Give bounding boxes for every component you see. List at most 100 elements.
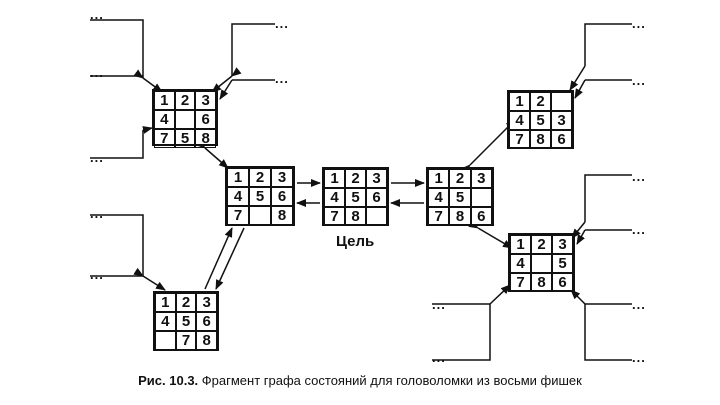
tile-8: 8 — [271, 206, 293, 225]
empty-cell — [531, 254, 552, 273]
continuation-ellipsis: ... — [632, 297, 646, 312]
edge-arrow — [570, 289, 586, 305]
edge-arrow — [576, 229, 586, 245]
tile-1: 1 — [510, 235, 531, 254]
stub-edge — [231, 23, 275, 76]
tile-3: 3 — [271, 168, 293, 187]
empty-cell — [174, 110, 196, 129]
tile-1: 1 — [155, 293, 176, 312]
tile-8: 8 — [449, 207, 471, 226]
stub-edge — [584, 23, 632, 66]
tile-6: 6 — [552, 273, 573, 292]
tile-7: 7 — [509, 130, 530, 149]
edge-arrow — [133, 267, 166, 291]
tile-3: 3 — [470, 169, 492, 188]
tile-6: 6 — [366, 188, 387, 207]
tile-6: 6 — [195, 110, 216, 129]
figure-number: Рис. 10.3. — [138, 373, 199, 388]
tile-1: 1 — [428, 169, 450, 188]
continuation-ellipsis: ... — [432, 297, 446, 312]
empty-cell — [470, 188, 492, 207]
tile-2: 2 — [174, 91, 196, 110]
tile-5: 5 — [249, 187, 271, 206]
tile-8: 8 — [195, 129, 216, 148]
tile-8: 8 — [530, 130, 551, 149]
tile-8: 8 — [345, 207, 366, 226]
tile-2: 2 — [449, 169, 471, 188]
continuation-ellipsis: ... — [90, 150, 104, 165]
continuation-ellipsis: ... — [90, 267, 104, 282]
tile-2: 2 — [175, 293, 197, 312]
figure-caption: Рис. 10.3. Фрагмент графа состояний для … — [0, 373, 720, 388]
empty-cell — [249, 206, 271, 225]
tile-4: 4 — [324, 188, 345, 207]
continuation-ellipsis: ... — [90, 7, 104, 22]
tile-1: 1 — [509, 92, 530, 111]
tile-5: 5 — [174, 129, 196, 148]
stub-edge — [90, 214, 144, 276]
tile-4: 4 — [227, 187, 249, 206]
tile-5: 5 — [530, 111, 551, 130]
tile-4: 4 — [510, 254, 531, 273]
continuation-ellipsis: ... — [432, 350, 446, 365]
empty-cell — [155, 331, 176, 350]
continuation-ellipsis: ... — [90, 206, 104, 221]
tile-5: 5 — [175, 312, 197, 331]
edge-arrow — [489, 284, 511, 305]
edge-arrow — [574, 79, 586, 99]
tile-5: 5 — [552, 254, 573, 273]
tile-7: 7 — [154, 129, 175, 148]
tile-2: 2 — [530, 92, 551, 111]
tile-6: 6 — [271, 187, 293, 206]
tile-4: 4 — [428, 188, 450, 207]
continuation-ellipsis: ... — [275, 16, 289, 31]
edge-arrow — [569, 65, 586, 91]
edge-arrow — [204, 227, 233, 290]
goal-label: Цель — [336, 233, 375, 250]
tile-7: 7 — [227, 206, 249, 225]
tile-2: 2 — [531, 235, 552, 254]
tile-6: 6 — [551, 130, 572, 149]
tile-8: 8 — [196, 331, 217, 350]
tile-7: 7 — [510, 273, 531, 292]
tile-7: 7 — [175, 331, 197, 350]
tile-1: 1 — [154, 91, 175, 110]
tile-4: 4 — [509, 111, 530, 130]
tile-7: 7 — [428, 207, 450, 226]
empty-cell — [551, 92, 572, 111]
continuation-ellipsis: ... — [90, 65, 104, 80]
continuation-ellipsis: ... — [632, 16, 646, 31]
tile-4: 4 — [154, 110, 175, 129]
stub-edge — [432, 303, 491, 361]
tile-1: 1 — [324, 169, 345, 188]
tile-3: 3 — [366, 169, 387, 188]
tile-3: 3 — [196, 293, 217, 312]
tile-3: 3 — [551, 111, 572, 130]
continuation-ellipsis: ... — [632, 222, 646, 237]
tile-8: 8 — [531, 273, 552, 292]
continuation-ellipsis: ... — [275, 71, 289, 86]
tile-6: 6 — [196, 312, 217, 331]
edge-arrow — [468, 219, 513, 249]
stub-edge — [584, 174, 632, 222]
tile-7: 7 — [324, 207, 345, 226]
empty-cell — [366, 207, 387, 226]
edge-arrow — [142, 126, 153, 134]
figure-caption-text: Фрагмент графа состояний для головоломки… — [201, 373, 582, 388]
tile-3: 3 — [195, 91, 216, 110]
tile-2: 2 — [249, 168, 271, 187]
tile-5: 5 — [449, 188, 471, 207]
continuation-ellipsis: ... — [632, 73, 646, 88]
continuation-ellipsis: ... — [632, 169, 646, 184]
continuation-ellipsis: ... — [632, 350, 646, 365]
tile-1: 1 — [227, 168, 249, 187]
stub-edge — [90, 130, 144, 159]
